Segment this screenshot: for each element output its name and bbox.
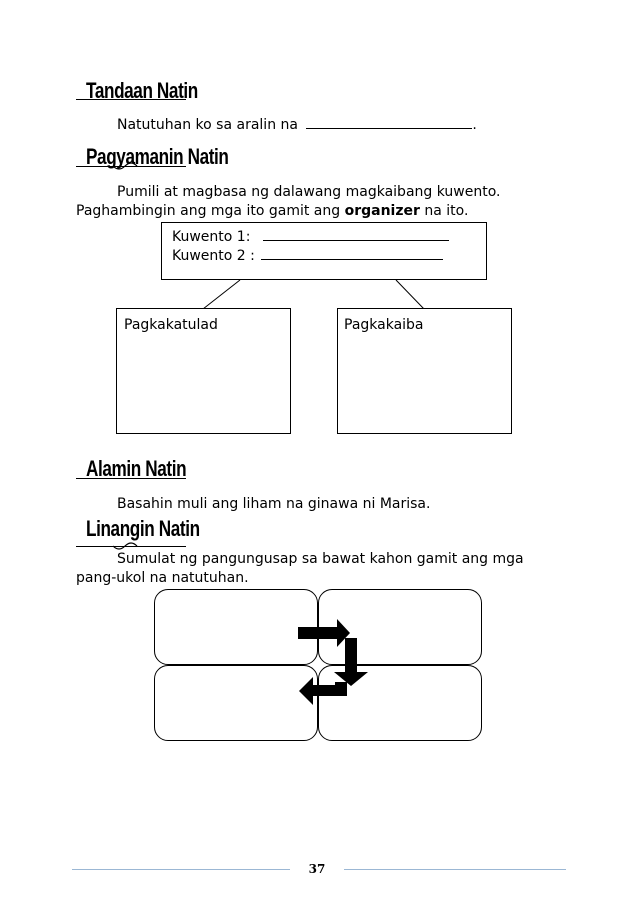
kuwento1-blank[interactable] xyxy=(262,228,449,241)
line2-bold: organizer xyxy=(344,203,420,219)
alamin-text: Basahin muli ang liham na ginawa ni Mari… xyxy=(117,496,431,512)
footer-rule-right xyxy=(344,869,566,870)
page-number: 37 xyxy=(308,862,326,876)
heading-swirl-icon xyxy=(112,542,138,550)
kuwento2-label: Kuwento 2 : xyxy=(172,248,255,264)
kuwento2-blank[interactable] xyxy=(261,247,444,260)
tandaan-period: . xyxy=(472,117,477,133)
heading-underline xyxy=(76,166,186,167)
linangin-line2: pang-ukol na natutuhan. xyxy=(76,570,249,586)
writing-box-bottom-left[interactable] xyxy=(154,665,318,741)
pagyamanin-line2: Paghambingin ang mga ito gamit ang organ… xyxy=(76,202,468,220)
tandaan-text: Natutuhan ko sa aralin na . xyxy=(117,116,477,134)
organizer-connectors xyxy=(202,279,425,310)
pagyamanin-line1: Pumili at magbasa ng dalawang magkaibang… xyxy=(117,184,501,200)
writing-box-top-left[interactable] xyxy=(154,589,318,665)
pagkakaiba-box[interactable] xyxy=(337,308,512,434)
section-heading-tandaan: Tandaan Natin xyxy=(86,78,198,103)
cycle-arrows-icon xyxy=(298,619,368,705)
pagkakatulad-box[interactable] xyxy=(116,308,291,434)
section-heading-pagyamanin: Pagyamanin Natin xyxy=(86,144,229,169)
kuwento1-row: Kuwento 1: xyxy=(172,228,449,246)
heading-underline xyxy=(76,478,186,479)
heading-underline xyxy=(76,546,186,547)
line2-post: na ito. xyxy=(424,203,469,219)
kuwento-box xyxy=(161,222,487,280)
tandaan-prompt: Natutuhan ko sa aralin na xyxy=(117,117,298,133)
pagkakaiba-label: Pagkakaiba xyxy=(344,317,424,333)
answer-blank[interactable] xyxy=(306,116,473,129)
line2-pre: Paghambingin ang mga ito gamit ang xyxy=(76,203,341,219)
footer-rule-left xyxy=(72,869,290,870)
pagkakatulad-label: Pagkakatulad xyxy=(124,317,218,333)
heading-underline xyxy=(76,99,186,100)
section-heading-alamin: Alamin Natin xyxy=(86,456,187,481)
section-heading-linangin: Linangin Natin xyxy=(86,516,200,541)
kuwento1-label: Kuwento 1: xyxy=(172,229,251,245)
kuwento2-row: Kuwento 2 : xyxy=(172,247,444,265)
heading-swirl-icon xyxy=(112,162,138,170)
linangin-line1: Sumulat ng pangungusap sa bawat kahon ga… xyxy=(117,551,524,567)
